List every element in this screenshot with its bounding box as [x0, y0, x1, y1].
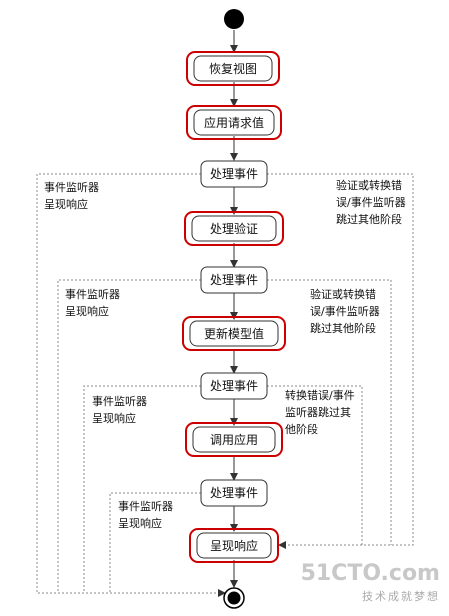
- note-line: 呈现响应: [118, 516, 162, 530]
- step-process-events-3: 处理事件: [200, 372, 268, 400]
- note-line: 验证或转换错: [310, 287, 376, 301]
- note-line: 验证或转换错: [336, 178, 402, 192]
- step-render-response: 呈现响应: [189, 528, 279, 563]
- note-listener-3: 事件监听器 呈现响应: [92, 395, 147, 425]
- dashed-paths: [36, 173, 414, 597]
- step-label: 处理事件: [210, 379, 258, 393]
- end-node: [223, 587, 245, 609]
- note-line: 事件监听器: [92, 395, 147, 408]
- path-skip-3: [267, 385, 363, 545]
- watermark: 51CTO.com 技术成就梦想: [301, 561, 440, 603]
- step-label: 处理事件: [210, 273, 258, 287]
- step-process-events-4: 处理事件: [200, 479, 268, 507]
- step-invoke-application: 调用应用: [185, 422, 283, 457]
- step-label: 处理事件: [210, 167, 258, 181]
- note-line: 监听器跳过其: [285, 405, 351, 419]
- note-line: 事件监听器: [44, 181, 99, 194]
- note-listener-1: 事件监听器 呈现响应: [44, 181, 99, 211]
- step-process-events-2: 处理事件: [200, 266, 268, 294]
- path-skip-1: [267, 173, 414, 549]
- step-label: 更新模型值: [204, 326, 264, 341]
- step-label: 处理验证: [210, 221, 258, 236]
- note-line: 呈现响应: [44, 197, 88, 211]
- note-line: 呈现响应: [65, 304, 109, 318]
- step-process-events-1: 处理事件: [200, 160, 268, 188]
- note-line: 跳过其他阶段: [336, 212, 402, 226]
- path-listener-4: [109, 492, 201, 593]
- note-skip-3: 转换错误/事件 监听器跳过其 他阶段: [285, 388, 355, 436]
- path-listener-1: [36, 173, 226, 597]
- note-listener-4: 事件监听器 呈现响应: [118, 500, 173, 530]
- step-process-validations: 处理验证: [184, 211, 284, 246]
- note-line: 他阶段: [285, 422, 318, 436]
- step-label: 处理事件: [210, 486, 258, 500]
- note-line: 事件监听器: [118, 500, 173, 513]
- path-listener-3: [83, 385, 201, 593]
- step-label: 应用请求值: [204, 115, 264, 130]
- start-node: [224, 9, 244, 29]
- note-line: 转换错误/事件: [285, 388, 355, 402]
- watermark-sub: 技术成就梦想: [362, 589, 440, 603]
- note-line: 误/事件监听器: [336, 196, 406, 209]
- step-label: 呈现响应: [210, 538, 258, 553]
- note-line: 事件监听器: [65, 288, 120, 301]
- path-listener-2: [57, 279, 201, 593]
- step-update-model-values: 更新模型值: [182, 316, 286, 351]
- note-listener-2: 事件监听器 呈现响应: [65, 288, 120, 318]
- note-line: 呈现响应: [92, 411, 136, 425]
- note-skip-1: 验证或转换错 误/事件监听器 跳过其他阶段: [336, 178, 406, 226]
- watermark-main: 51CTO.com: [301, 561, 440, 586]
- step-restore-view: 恢复视图: [186, 51, 280, 86]
- path-skip-2: [267, 279, 392, 545]
- note-skip-2: 验证或转换错 误/事件监听器 跳过其他阶段: [310, 287, 380, 335]
- step-label: 调用应用: [210, 432, 258, 447]
- step-apply-request-values: 应用请求值: [186, 105, 282, 140]
- note-line: 跳过其他阶段: [310, 321, 376, 335]
- step-label: 恢复视图: [209, 61, 257, 76]
- note-line: 误/事件监听器: [310, 305, 380, 318]
